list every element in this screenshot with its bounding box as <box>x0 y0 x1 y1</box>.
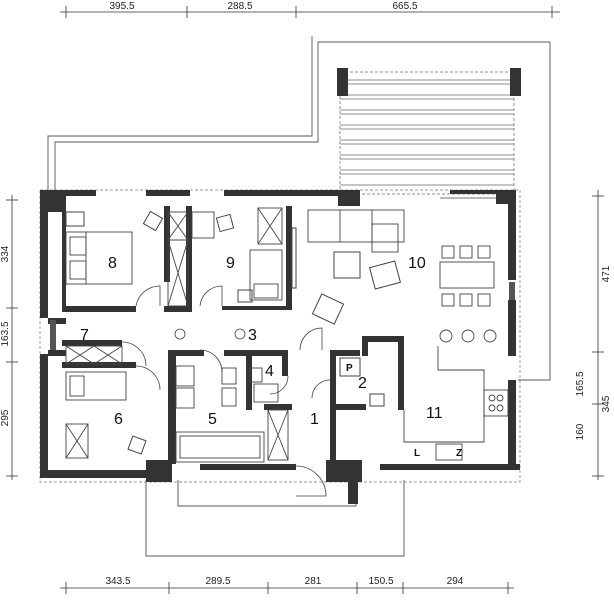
armchair-10a <box>368 260 402 290</box>
door-swing-2 <box>311 379 331 399</box>
wardrobe-room-7 <box>65 345 123 365</box>
bed-room-6 <box>65 371 127 459</box>
dim-right-2: 165.5 <box>575 371 586 396</box>
chair-room-6 <box>127 435 147 455</box>
bathroom-fixtures-5 <box>175 365 289 463</box>
sofa-room-10 <box>307 209 405 253</box>
door-swing-9 <box>199 285 223 307</box>
dim-top-3: 665.5 <box>392 1 417 12</box>
kitchen-label-z: Z <box>456 448 462 459</box>
room-number-11: 11 <box>426 405 443 422</box>
room-number-2: 2 <box>358 375 367 392</box>
room-number-6: 6 <box>114 411 123 428</box>
window-left-7 <box>50 320 56 350</box>
wardrobe-room-8 <box>167 211 189 307</box>
exterior-walls <box>40 190 520 504</box>
chair-room-8 <box>142 210 164 232</box>
desk-room-9 <box>191 207 283 301</box>
dim-left-3: 295 <box>0 409 11 426</box>
dim-right-4: 160 <box>575 423 586 440</box>
door-swing-6 <box>135 365 161 391</box>
dim-bottom-3: 281 <box>305 576 322 587</box>
wc-fixtures-4 <box>249 367 279 403</box>
door-swing-4 <box>269 375 289 395</box>
dim-right-3: 345 <box>601 395 612 412</box>
room-number-8: 8 <box>108 255 117 272</box>
door-swing-5 <box>199 349 223 373</box>
room-number-9: 9 <box>226 255 235 272</box>
kitchen-label-l: L <box>414 448 420 459</box>
room-number-4: 4 <box>265 363 274 380</box>
room-number-3: 3 <box>248 327 257 344</box>
door-swing-8 <box>135 285 161 307</box>
kitchen-counter-11 <box>403 346 509 461</box>
interior-walls <box>48 206 404 464</box>
room-number-7: 7 <box>80 327 89 344</box>
dashed-outline <box>39 189 521 483</box>
window-right-living <box>509 282 515 300</box>
right-dimension-line <box>592 190 604 480</box>
nightstand-8 <box>65 211 85 227</box>
pergola-post-left <box>337 68 348 96</box>
pantry-label-p: P <box>346 363 353 374</box>
hall-lamps-3 <box>174 328 246 340</box>
room-number-1: 1 <box>310 411 319 428</box>
dim-left-1: 334 <box>0 245 11 262</box>
room-number-5: 5 <box>208 411 217 428</box>
dim-right-1: 471 <box>601 265 612 282</box>
top-dimension-line <box>60 6 560 18</box>
dim-bottom-2: 289.5 <box>205 576 230 587</box>
bed-room-8 <box>65 231 133 285</box>
dim-bottom-5: 294 <box>447 576 464 587</box>
armchair-10b <box>311 293 345 325</box>
dim-bottom-4: 150.5 <box>368 576 393 587</box>
pergola-post-right <box>510 68 521 96</box>
door-swing-7 <box>121 341 147 367</box>
entrance-door-1 <box>295 465 327 497</box>
bottom-dimension-line <box>60 582 514 594</box>
bar-stools-10 <box>439 329 497 343</box>
left-dimension-line <box>6 195 18 480</box>
dining-set-10 <box>439 245 495 307</box>
dim-left-2: 163.5 <box>0 321 11 346</box>
pantry-box <box>339 357 361 377</box>
roof-outline <box>47 36 551 557</box>
pergola <box>339 71 515 195</box>
chair-room-9 <box>215 213 235 233</box>
pantry-shelf <box>369 393 385 407</box>
pouf-room-9 <box>237 289 253 303</box>
door-swing-3 <box>299 327 323 351</box>
dim-top-1: 395.5 <box>109 1 134 12</box>
dim-bottom-1: 343.5 <box>105 576 130 587</box>
tv-unit-10 <box>291 227 297 289</box>
room-number-10: 10 <box>408 255 426 272</box>
dim-top-2: 288.5 <box>227 1 252 12</box>
coffee-table-10 <box>333 251 361 279</box>
